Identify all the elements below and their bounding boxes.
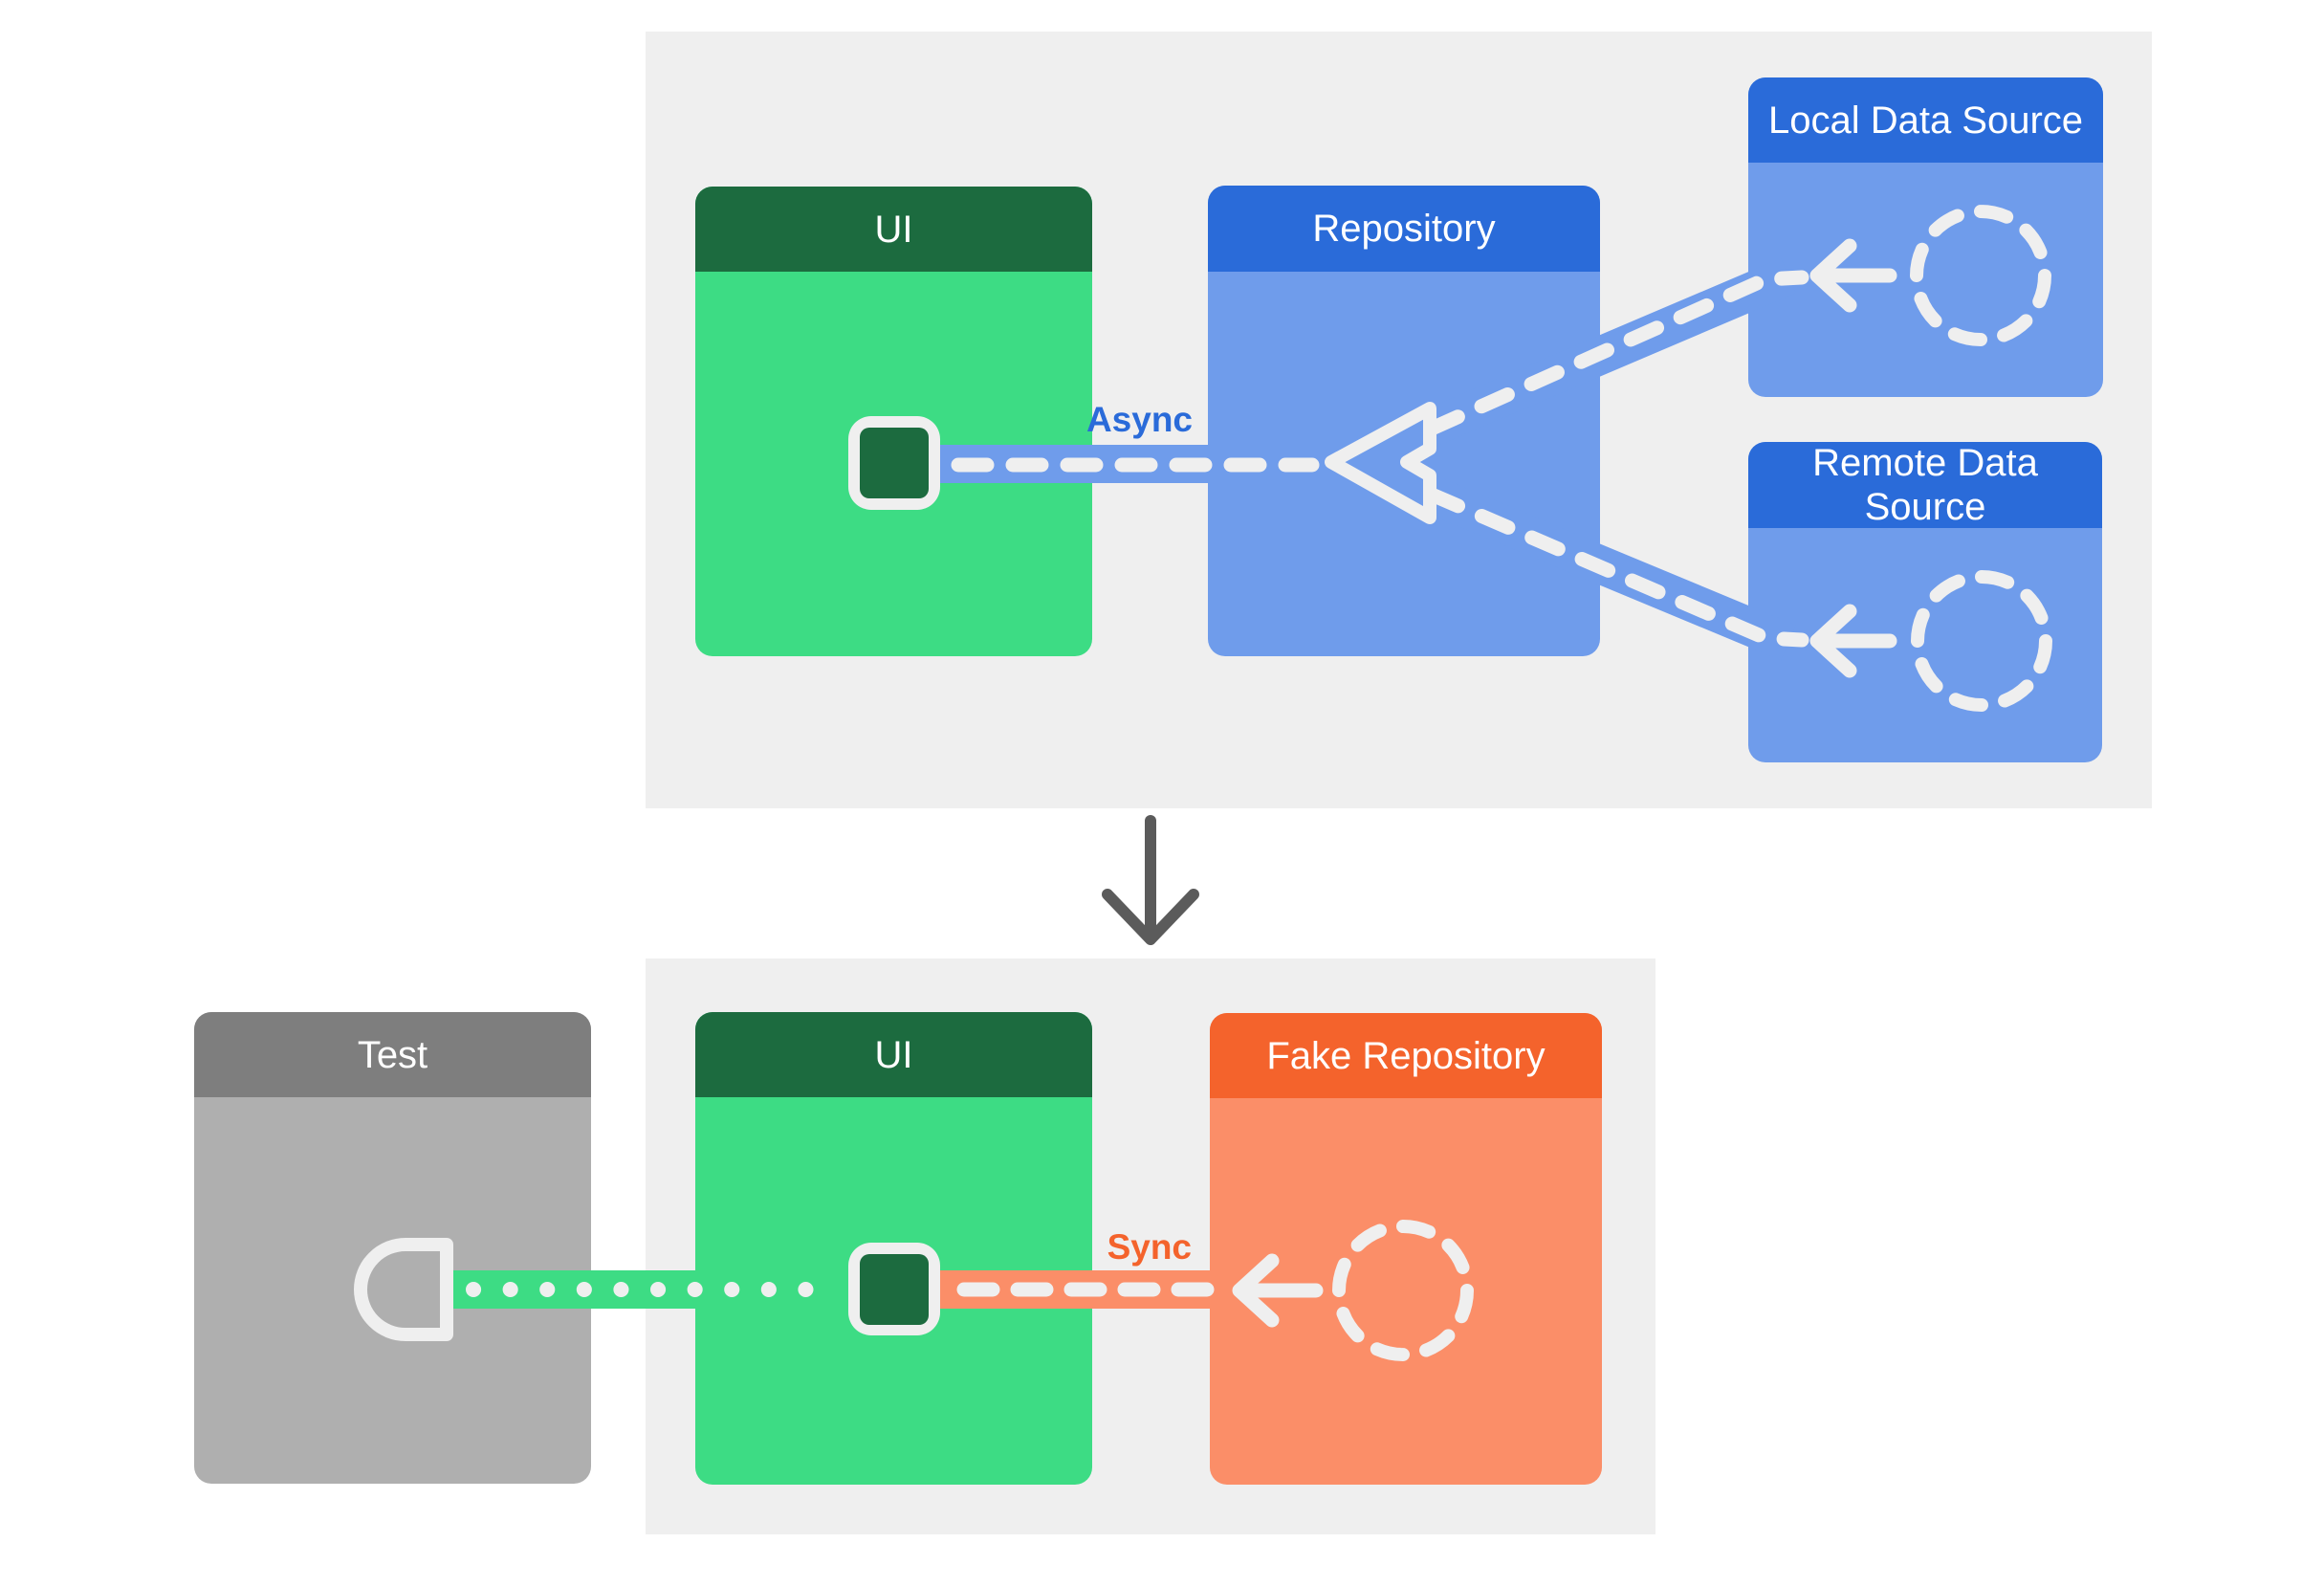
- ui-box-test-title: UI: [874, 1033, 913, 1076]
- ui-box-production-title: UI: [874, 208, 913, 251]
- flow-down-arrow-icon: [1102, 815, 1199, 945]
- ui-box-production-header: UI: [695, 187, 1092, 272]
- fake-repository-title: Fake Repository: [1266, 1034, 1546, 1077]
- ui-box-test-header: UI: [695, 1012, 1092, 1097]
- local-data-source-box: Local Data Source: [1748, 77, 2103, 397]
- remote-data-source-box: Remote Data Source: [1748, 442, 2102, 762]
- local-data-source-title: Local Data Source: [1767, 99, 2084, 142]
- local-data-source-header: Local Data Source: [1748, 77, 2103, 163]
- repository-box: Repository: [1208, 186, 1600, 656]
- repository-box-header: Repository: [1208, 186, 1600, 272]
- ui-box-test: UI: [695, 1012, 1092, 1485]
- remote-data-source-title: Remote Data Source: [1812, 442, 2038, 528]
- sync-label: Sync: [1107, 1227, 1192, 1267]
- repository-box-title: Repository: [1312, 208, 1496, 250]
- ui-box-production: UI: [695, 187, 1092, 656]
- async-label: Async: [1085, 400, 1193, 439]
- remote-data-source-header: Remote Data Source: [1748, 442, 2102, 528]
- test-box: Test: [194, 1012, 591, 1484]
- flow-down-arrow-head: [1102, 889, 1199, 945]
- test-box-title: Test: [357, 1033, 428, 1076]
- fake-repository-box: Fake Repository: [1210, 1013, 1602, 1485]
- test-box-header: Test: [194, 1012, 591, 1097]
- fake-repository-header: Fake Repository: [1210, 1013, 1602, 1098]
